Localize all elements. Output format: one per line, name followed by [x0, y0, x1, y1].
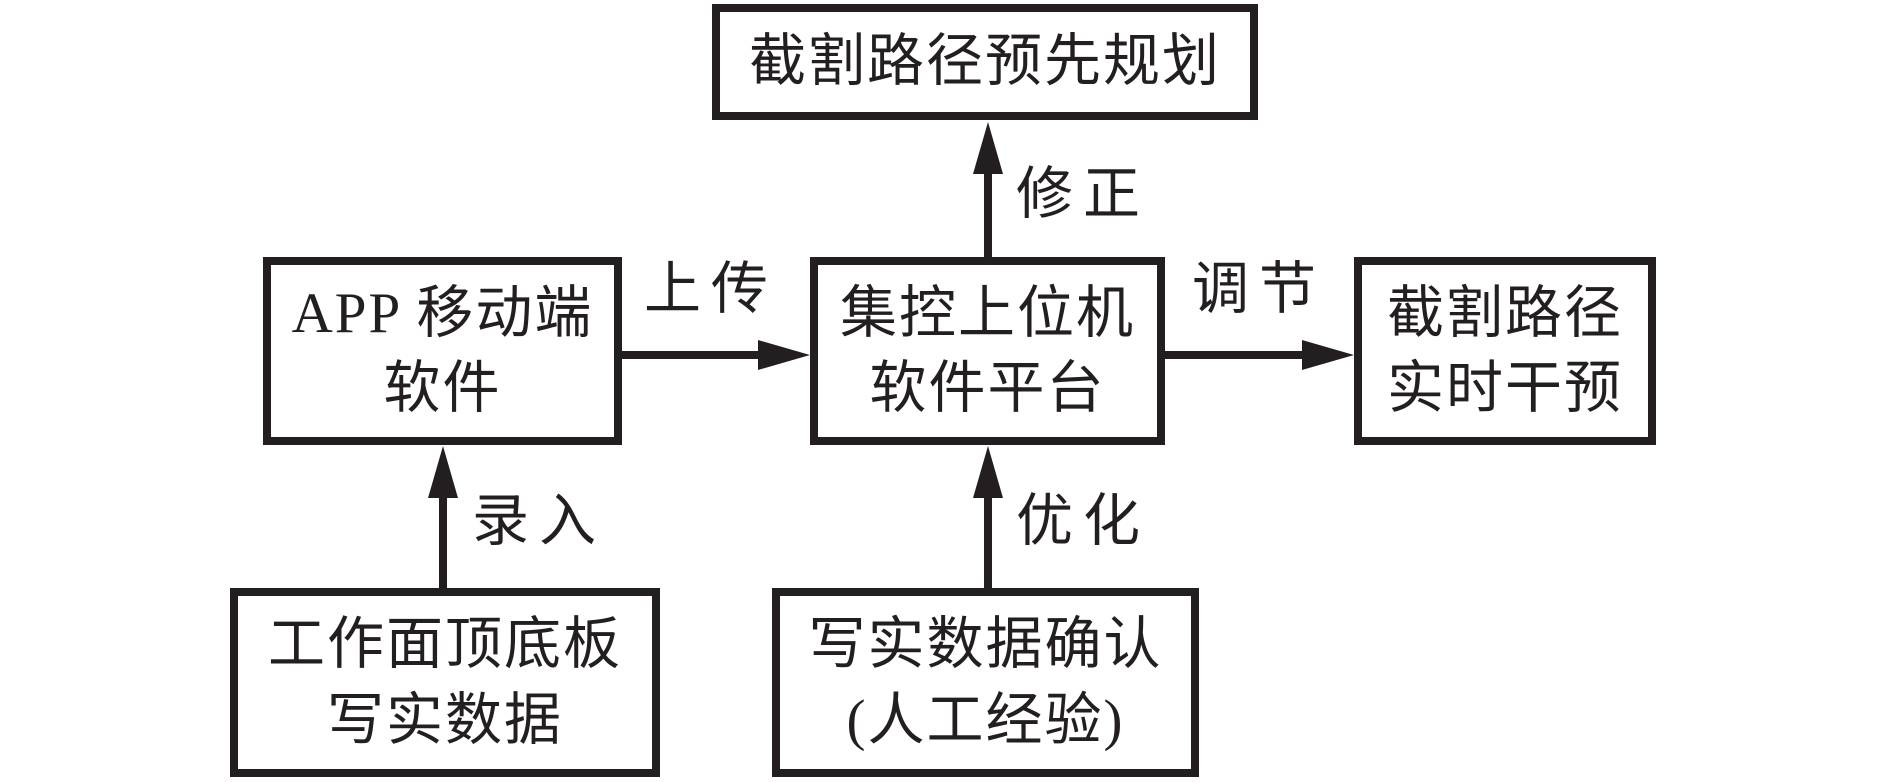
- arrow-optimize: [973, 446, 1003, 588]
- edge-label-adjust: 调节: [1192, 258, 1326, 321]
- arrow-correction: [973, 122, 1003, 259]
- arrow-correction-head: [973, 122, 1003, 174]
- arrow-upload: [620, 340, 810, 370]
- arrow-upload-head: [758, 340, 810, 370]
- node-app-mobile-software: APP 移动端 软件: [263, 257, 622, 445]
- node-line: APP 移动端: [291, 281, 594, 345]
- edge-label-correction: 修正: [1016, 163, 1150, 226]
- arrow-optimize-head: [973, 446, 1003, 498]
- node-line: 写实数据: [327, 688, 563, 752]
- edge-label-entry: 录入: [472, 490, 606, 553]
- node-cutting-path-realtime-intervention: 截割路径 实时干预: [1354, 257, 1656, 445]
- node-line: 软件: [383, 357, 502, 420]
- edge-label-optimize: 优化: [1016, 490, 1150, 553]
- node-line: 实时干预: [1387, 357, 1623, 420]
- node-cutting-path-preplanning: 截割路径预先规划: [712, 4, 1258, 120]
- node-workface-roof-floor-survey-data: 工作面顶底板 写实数据: [230, 588, 660, 777]
- arrow-entry-head: [428, 446, 458, 498]
- node-survey-data-confirmation: 写实数据确认 (人工经验): [772, 588, 1199, 777]
- edge-label-upload: 上传: [644, 258, 778, 321]
- node-line: 集控上位机: [840, 281, 1135, 345]
- arrow-adjust: [1163, 340, 1354, 370]
- node-line: (人工经验): [846, 688, 1125, 752]
- arrow-adjust-head: [1302, 340, 1354, 370]
- node-line: 截割路径: [1387, 281, 1623, 345]
- node-line: 软件平台: [869, 357, 1106, 420]
- node-central-control-host-platform: 集控上位机 软件平台: [810, 257, 1165, 445]
- arrow-entry: [428, 446, 458, 588]
- node-line: 截割路径预先规划: [749, 30, 1221, 94]
- node-line: 写实数据确认: [808, 613, 1163, 677]
- node-line: 工作面顶底板: [268, 613, 622, 677]
